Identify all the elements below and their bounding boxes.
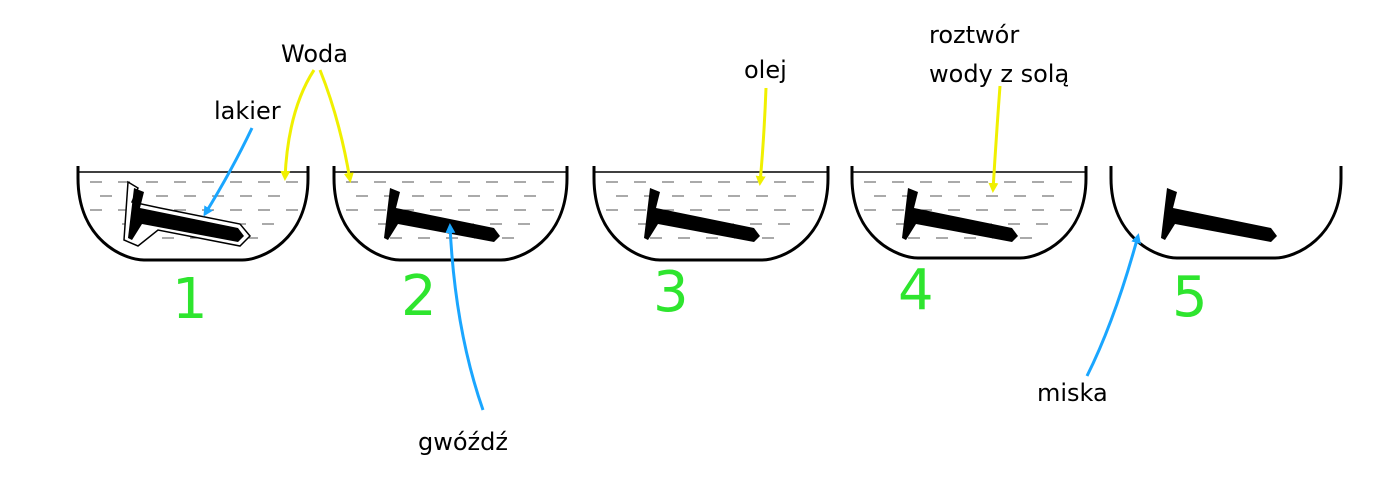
bowls-group xyxy=(76,166,1343,262)
bowl-outline xyxy=(850,166,1088,260)
nail xyxy=(644,188,760,242)
nail-shape xyxy=(644,188,760,242)
bowl-outline xyxy=(332,166,569,262)
label-lakier: lakier xyxy=(214,97,281,125)
bowl-number-4: 4 xyxy=(898,258,934,323)
label-gwozdz: gwóźdź xyxy=(418,428,508,456)
bowl-5 xyxy=(1109,166,1343,260)
bowl-4 xyxy=(850,166,1088,260)
bowl-number-5: 5 xyxy=(1172,265,1208,330)
bowl-1 xyxy=(76,166,310,262)
bowl-outline xyxy=(592,166,830,262)
nail-shape xyxy=(384,188,500,242)
nail xyxy=(1161,188,1277,242)
bowl-number-2: 2 xyxy=(401,264,437,329)
label-olej: olej xyxy=(744,56,787,84)
gwozdz-arrow xyxy=(445,223,485,411)
bowl-number-3: 3 xyxy=(653,260,689,325)
bowl-outline xyxy=(1109,166,1343,260)
label-miska: miska xyxy=(1037,379,1108,407)
nail xyxy=(384,188,500,242)
bowl-2 xyxy=(332,166,569,262)
label-roztwor-line2: wody z solą xyxy=(929,60,1069,88)
bowl-number-1: 1 xyxy=(172,267,208,332)
nail-shape xyxy=(1161,188,1277,242)
roztwor-arrow xyxy=(988,85,1002,193)
label-woda: Woda xyxy=(281,40,348,68)
woda-arrow-1 xyxy=(280,69,316,181)
olej-arrow xyxy=(755,87,768,186)
miska-arrow xyxy=(1085,233,1141,377)
bowl-outline xyxy=(76,166,310,262)
nail-shape xyxy=(128,188,244,242)
nail-shape xyxy=(902,188,1018,242)
nail xyxy=(123,180,252,247)
bowl-3 xyxy=(592,166,830,262)
nail xyxy=(902,188,1018,242)
woda-arrow-2 xyxy=(318,69,354,183)
lakier-arrow xyxy=(203,127,254,217)
label-roztwor-line1: roztwór xyxy=(929,21,1019,49)
